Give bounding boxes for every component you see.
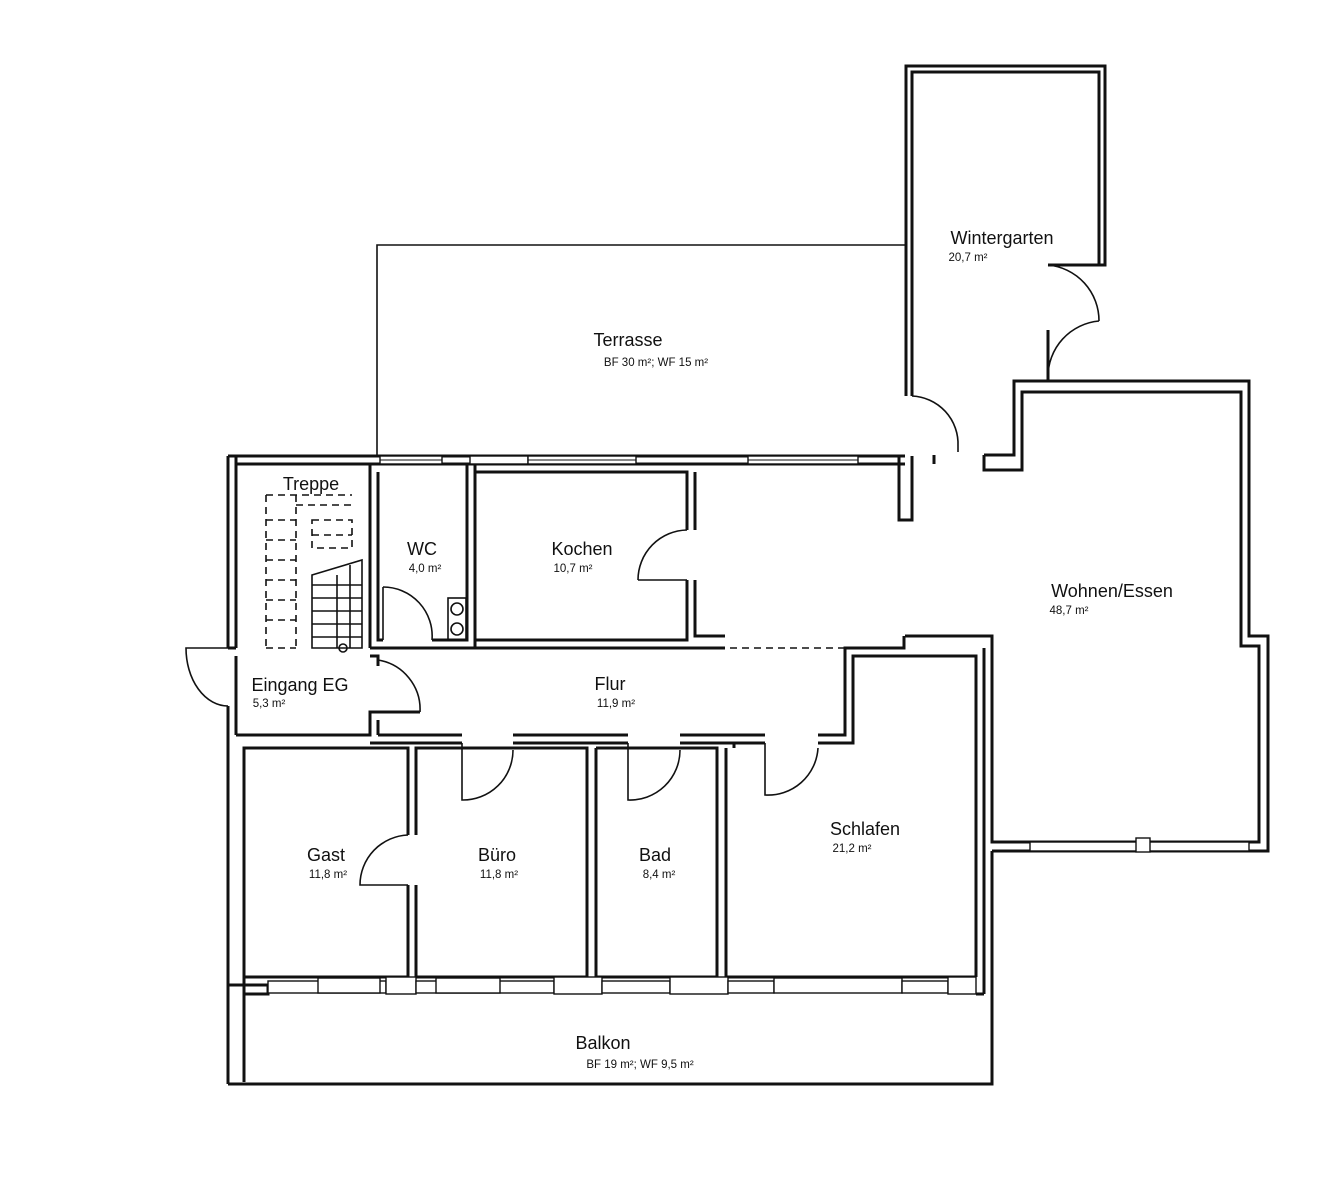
wc-door (382, 586, 433, 641)
kochen-door (637, 529, 688, 581)
kochen-walls (370, 470, 845, 650)
room-area-wc: 4,0 m² (409, 563, 442, 575)
room-name-treppe: Treppe (283, 474, 339, 494)
room-name-balkon: Balkon (575, 1033, 630, 1053)
room-area-kochen: 10,7 m² (554, 563, 593, 575)
terrasse-outline (376, 244, 906, 456)
room-name-flur: Flur (595, 674, 626, 694)
room-area-gast: 11,8 m² (309, 869, 347, 881)
room-area-schlafen: 21,2 m² (833, 843, 872, 855)
room-area-balkon: BF 19 m²; WF 9,5 m² (586, 1059, 694, 1071)
room-area-bad: 8,4 m² (643, 869, 676, 881)
wohnen-window (1029, 837, 1250, 853)
room-name-wintergarten: Wintergarten (950, 228, 1053, 248)
flur-doors (461, 743, 819, 801)
entrance-door (185, 647, 229, 707)
north-windows (379, 455, 859, 465)
room-name-wc: WC (407, 539, 437, 559)
room-area-flur: 11,9 m² (597, 698, 635, 710)
gast-door (359, 834, 409, 886)
room-area-buero: 11,8 m² (480, 869, 518, 881)
room-name-bad: Bad (639, 845, 671, 865)
room-area-wintergarten: 20,7 m² (949, 252, 988, 264)
room-area-wohnen: 48,7 m² (1050, 605, 1089, 617)
outer-walls (226, 379, 1270, 1086)
room-name-terrasse: Terrasse (593, 330, 662, 350)
room-name-schlafen: Schlafen (830, 819, 900, 839)
bedroom-walls (242, 743, 976, 994)
room-name-wohnen: Wohnen/Essen (1051, 581, 1173, 601)
stair (265, 464, 372, 653)
south-windows (228, 976, 984, 996)
room-name-eingang: Eingang EG (251, 675, 348, 695)
wintergarten-door (911, 264, 1100, 452)
eingang-walls (228, 646, 420, 737)
room-area-eingang: 5,3 m² (253, 698, 286, 710)
wc-walls (376, 464, 477, 648)
eingang-inner-door (377, 659, 421, 713)
room-name-gast: Gast (307, 845, 345, 865)
room-area-terrasse: BF 30 m²; WF 15 m² (604, 357, 708, 369)
room-name-buero: Büro (478, 845, 516, 865)
flur-walls (370, 636, 986, 994)
room-name-kochen: Kochen (551, 539, 612, 559)
